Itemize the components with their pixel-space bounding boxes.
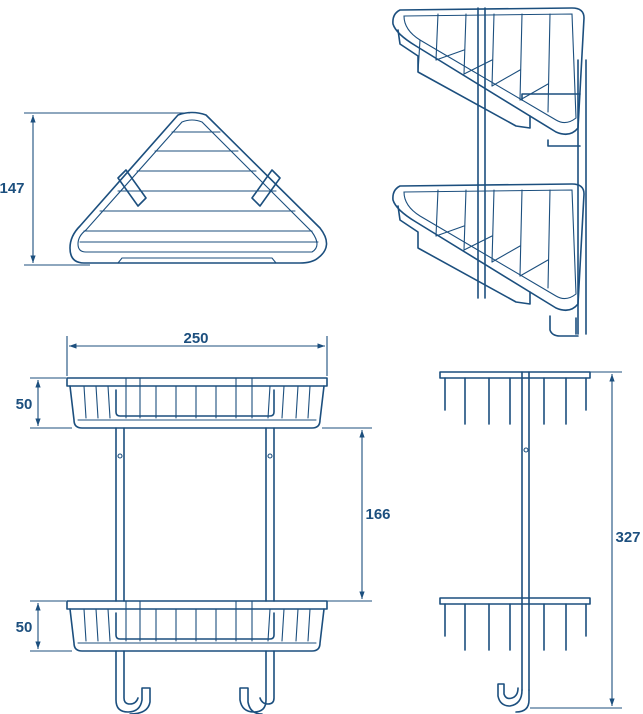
label-depth: 147 [0,180,25,197]
dimension-width: 250 [66,330,328,376]
isometric-view [392,7,587,337]
side-view [439,371,591,713]
dimension-basket-height-top: 50 [16,377,72,429]
front-view [66,377,328,714]
dimension-total-height: 327 [530,371,641,709]
label-basket-height-bottom: 50 [16,619,33,636]
label-width: 250 [183,330,208,347]
dimension-shelf-spacing: 166 [322,427,391,602]
label-total-height: 327 [615,529,640,546]
label-basket-height-top: 50 [16,396,33,413]
top-view [69,111,328,264]
dimension-basket-height-bottom: 50 [16,600,72,652]
dimension-depth: 147 [0,112,190,266]
label-shelf-spacing: 166 [365,506,390,523]
